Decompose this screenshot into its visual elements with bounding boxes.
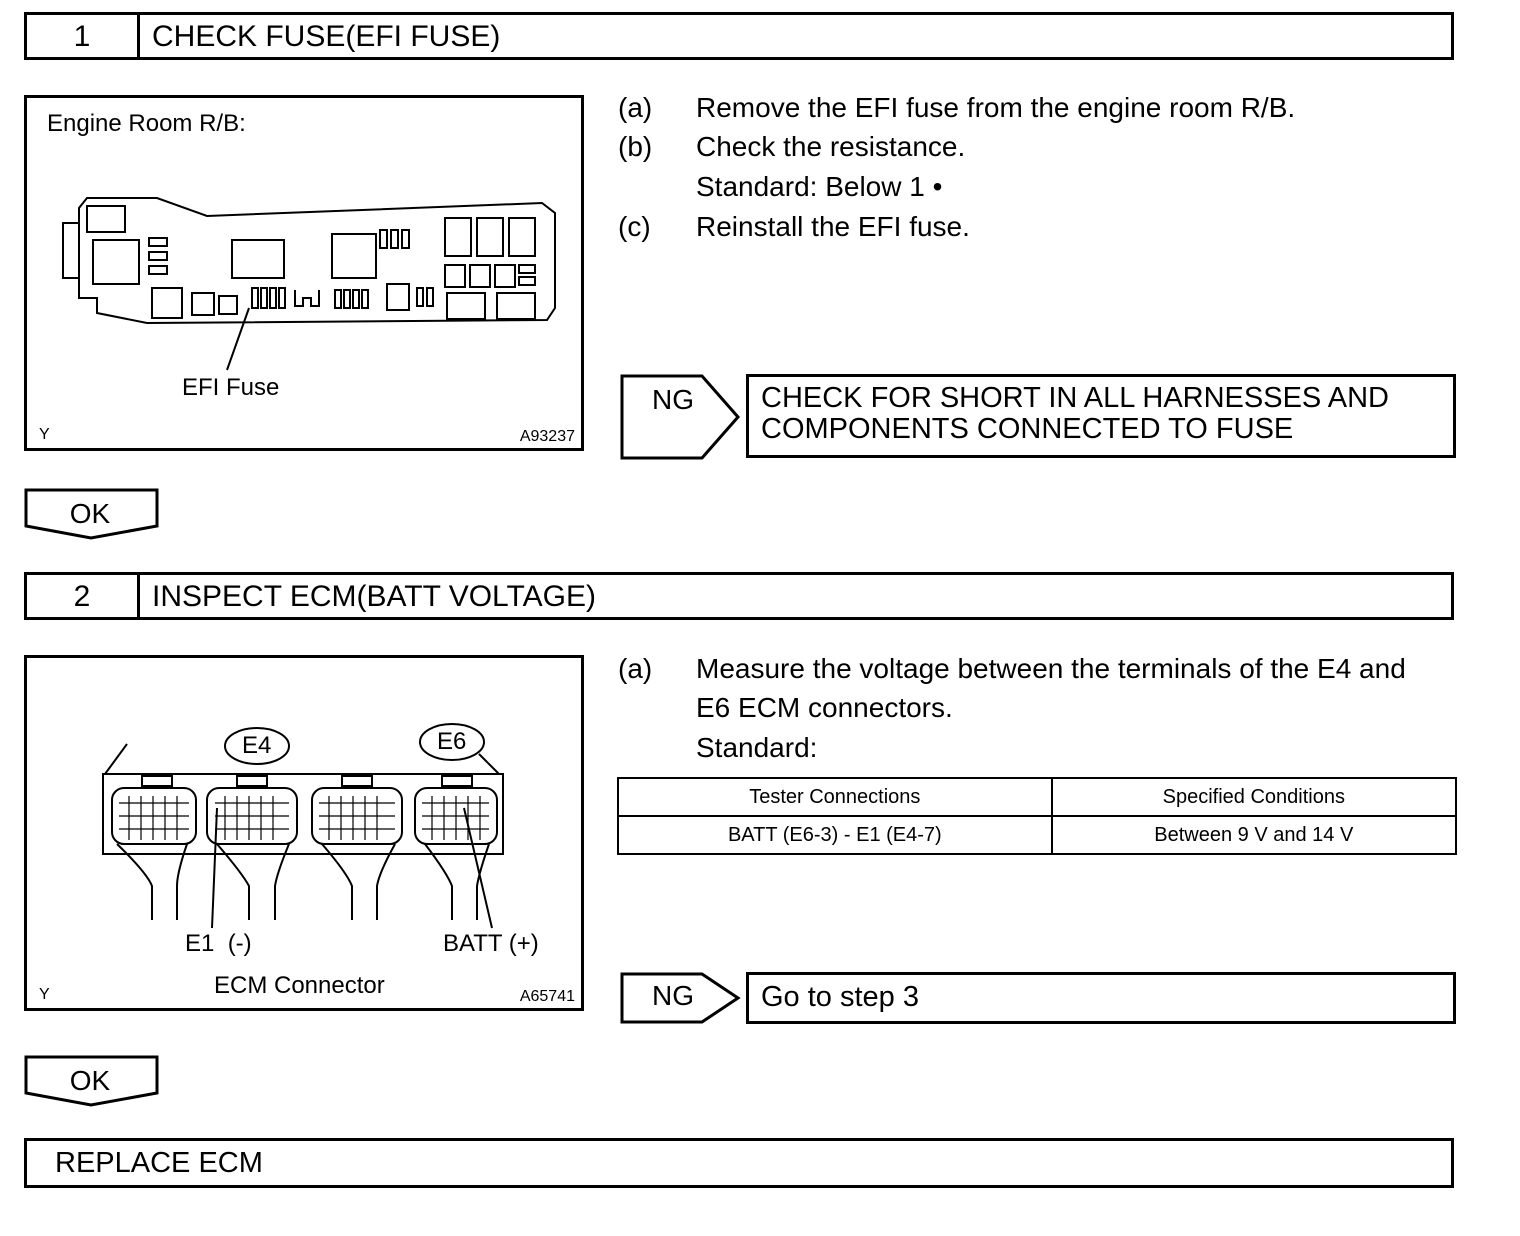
figure-corner-label: Y <box>39 426 50 443</box>
table-row: BATT (E6-3) - E1 (E4-7) Between 9 V and … <box>617 815 1458 855</box>
step1-title: CHECK FUSE(EFI FUSE) <box>152 20 501 53</box>
step2-ok-arrow: OK <box>24 1055 160 1107</box>
efi-fuse-label: EFI Fuse <box>182 374 280 401</box>
step2-ng-result: Go to step 3 <box>746 972 1456 1024</box>
step1-ng-label: NG <box>652 384 694 415</box>
step1-ok-label: OK <box>69 498 111 529</box>
step1-ng-arrow: NG <box>620 374 744 460</box>
figure-code: A65741 <box>519 988 575 1005</box>
ecm-connector-diagram <box>102 723 504 929</box>
table-cell: BATT (E6-3) - E1 (E4-7) <box>617 815 1053 855</box>
relay-block-diagram <box>62 197 556 371</box>
figure-code: A93237 <box>519 428 575 445</box>
step2-ng-label: NG <box>652 980 694 1011</box>
table-header: Specified Conditions <box>1050 777 1458 817</box>
spec-table: Tester Connections Specified Conditions … <box>617 777 1458 855</box>
step2-ng-arrow: NG <box>620 972 744 1024</box>
ecm-connector-caption: ECM Connector <box>214 972 385 999</box>
step1-ok-arrow: OK <box>24 488 160 540</box>
batt-label: BATT (+) <box>443 930 539 957</box>
step1-number: 1 <box>27 15 140 57</box>
step1-figure: Engine Room R/B: EFI Fuse Y A93237 <box>24 95 584 451</box>
step2-figure: E4 E6 E1 (-) BATT (+) ECM Connector Y A6… <box>24 655 584 1011</box>
e4-label: E4 <box>242 732 272 759</box>
figure-corner-label: Y <box>39 986 50 1003</box>
step2-number: 2 <box>27 575 140 617</box>
step1-ng-result: CHECK FOR SHORT IN ALL HARNESSES AND COM… <box>746 374 1456 458</box>
e6-label: E6 <box>437 728 467 755</box>
table-header: Tester Connections <box>617 777 1053 817</box>
replace-ecm-box: REPLACE ECM <box>24 1138 1454 1188</box>
engine-room-label: Engine Room R/B: <box>47 110 246 137</box>
e1-label: E1 (-) <box>185 930 252 957</box>
step2-ok-label: OK <box>69 1065 111 1096</box>
table-cell: Between 9 V and 14 V <box>1050 815 1458 855</box>
step2-title: INSPECT ECM(BATT VOLTAGE) <box>152 580 596 613</box>
table-header-row: Tester Connections Specified Conditions <box>617 777 1458 817</box>
step1-header: 1 CHECK FUSE(EFI FUSE) <box>24 12 1454 60</box>
step2-header: 2 INSPECT ECM(BATT VOLTAGE) <box>24 572 1454 620</box>
